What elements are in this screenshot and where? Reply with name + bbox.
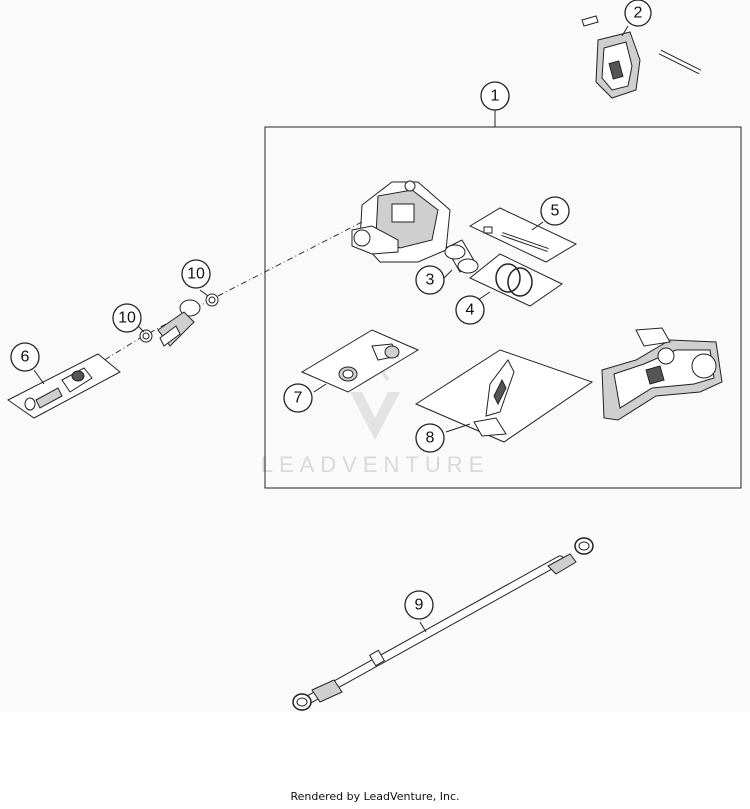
callout-10-upper-label: 10 [187,266,205,283]
part-9-brake-hose [292,537,594,711]
caliper-carrier [601,327,723,421]
watermark-text: LEADVENTURE [261,452,490,477]
callout-10-upper: 10 [181,259,211,289]
callout-7: 7 [283,383,313,413]
leader-5 [531,221,544,231]
leader-10b [137,325,145,333]
leader-10a [199,289,209,297]
callout-4: 4 [455,295,485,325]
callout-9: 9 [404,590,434,620]
callout-8-label: 8 [426,430,435,447]
part-2-bracket [581,15,702,99]
callout-3-label: 3 [426,272,435,289]
callout-5-label: 5 [551,203,560,220]
assembly-box [264,126,742,489]
callout-1-label: 1 [491,88,500,105]
brake-caliper [351,180,451,263]
part-8-pad-kit [414,349,594,443]
part-7-bleeder-kit [300,329,420,393]
callout-5: 5 [540,196,570,226]
callout-3: 3 [415,265,445,295]
callout-6: 6 [10,342,40,372]
callout-8: 8 [415,423,445,453]
part-10-washer-upper [205,293,219,307]
part-5-pin-kit [468,207,578,263]
callout-9-label: 9 [415,597,424,614]
footer-credit: Rendered by LeadVenture, Inc. [290,790,460,803]
callout-1: 1 [480,81,510,111]
leader-9 [419,621,427,633]
leader-8 [445,423,471,433]
banjo-fitting [157,299,201,347]
leader-6 [33,369,45,385]
leader-2 [621,25,629,37]
part-4-seal-kit [469,253,563,307]
callout-6-label: 6 [21,349,30,366]
leader-7 [313,383,327,393]
leadventure-logo-watermark: LEADVENTURE [261,356,490,477]
callout-2: 2 [624,0,652,27]
callout-7-label: 7 [294,390,303,407]
callout-2-label: 2 [634,5,643,22]
leader-3 [443,269,453,279]
part-3-piston [444,239,479,274]
callout-10-lower: 10 [112,303,142,333]
part-10-washer-lower [139,329,153,343]
leader-4 [477,291,491,301]
part-6-fitting-kit [7,353,121,419]
assembly-centerline [39,221,363,401]
callout-4-label: 4 [466,302,475,319]
callout-10-lower-label: 10 [118,310,136,327]
